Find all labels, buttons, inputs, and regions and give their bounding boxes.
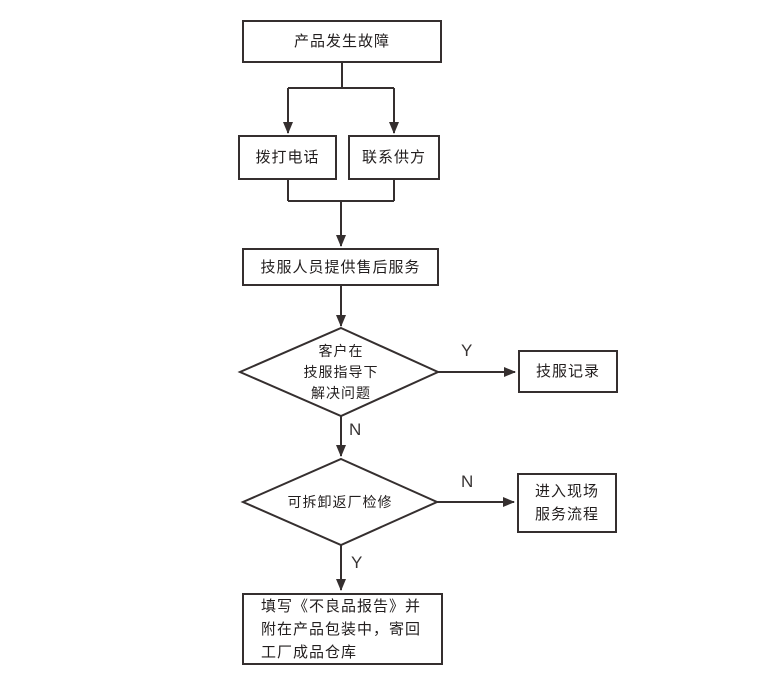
node-call-phone-label: 拨打电话 [255, 149, 320, 166]
decision2-shape [240, 457, 440, 547]
node-contact-supplier-label: 联系供方 [361, 149, 426, 166]
node-product-failure: 产品发生故障 [242, 20, 442, 63]
decision-returnable-for-repair: 可拆卸返厂检修 [243, 460, 437, 544]
edge-merge [287, 180, 395, 202]
node-defective-report: 填写《不良品报告》并 附在产品包装中，寄回 工厂成品仓库 [242, 593, 443, 665]
edge-start-split [288, 63, 394, 89]
node-service-record: 技服记录 [518, 350, 618, 393]
node-after-sales-service: 技服人员提供售后服务 [242, 248, 439, 286]
decision-solved-under-guidance: 客户在 技服指导下 解决问题 [241, 330, 441, 414]
decision-returnable-for-repair-label: 可拆卸返厂检修 [287, 493, 393, 510]
label-decision1-yes: Y [461, 341, 473, 360]
label-decision2-yes: Y [351, 553, 363, 572]
node-onsite-service-process: 进入现场 服务流程 [517, 473, 617, 533]
node-after-sales-service-label: 技服人员提供售后服务 [260, 258, 421, 276]
label-decision2-no: N [461, 472, 474, 491]
label-decision1-no: N [349, 420, 362, 439]
node-product-failure-label: 产品发生故障 [293, 33, 390, 50]
node-service-record-label: 技服记录 [535, 363, 600, 380]
node-onsite-service-process-label: 进入现场 服务流程 [534, 483, 599, 523]
node-call-phone: 拨打电话 [238, 135, 337, 180]
decision1-shape [237, 326, 441, 418]
decision-solved-under-guidance-label: 客户在 技服指导下 解决问题 [303, 342, 379, 401]
node-defective-report-label: 填写《不良品报告》并 附在产品包装中，寄回 工厂成品仓库 [261, 597, 422, 661]
node-contact-supplier: 联系供方 [348, 135, 440, 180]
